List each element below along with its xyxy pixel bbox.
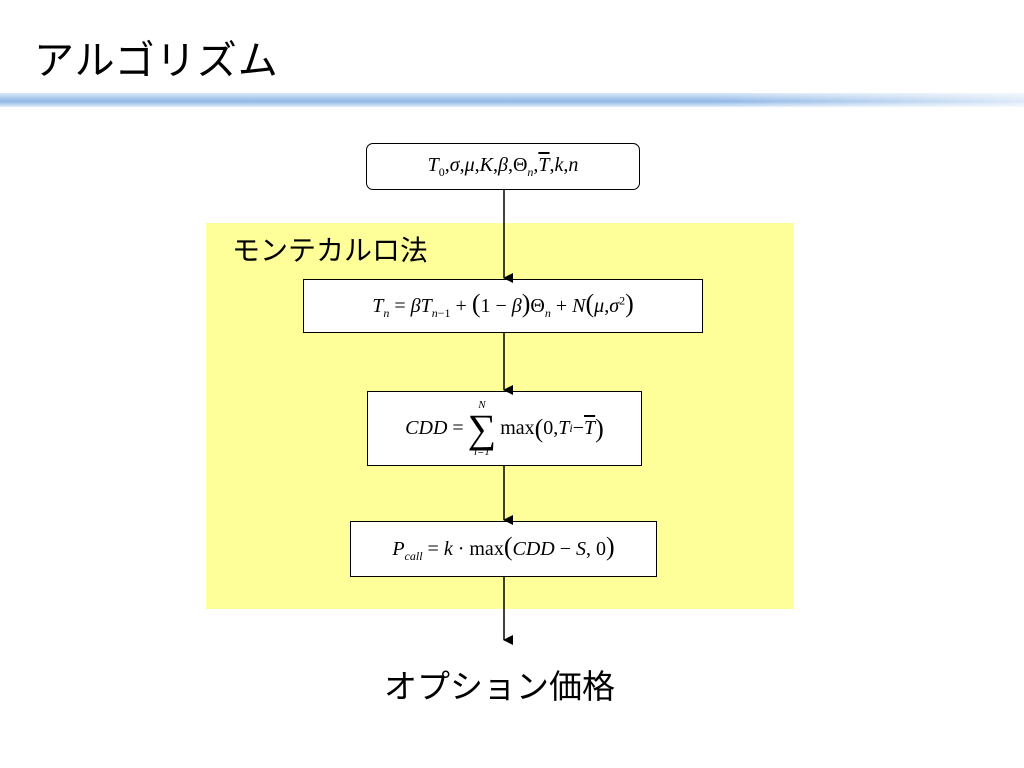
temperature-model-formula: Tn = βTn−1 + (1 − β)Θn + N(μ,σ2) — [372, 289, 634, 321]
input-parameters-formula: T0,σ,μ,K,β,Θn,T,k,n — [427, 153, 579, 179]
monte-carlo-label: モンテカルロ法 — [232, 234, 429, 267]
slide-title: アルゴリズム — [34, 38, 279, 84]
title-underline-bar — [0, 93, 1024, 107]
call-payoff-formula: Pcall = k · max(CDD − S, 0) — [392, 532, 615, 564]
temperature-model-box: Tn = βTn−1 + (1 − β)Θn + N(μ,σ2) — [303, 279, 703, 333]
summation-symbol: N ∑ i=1 — [467, 398, 497, 458]
call-payoff-box: Pcall = k · max(CDD − S, 0) — [350, 521, 657, 577]
option-price-label: オプション価格 — [384, 667, 615, 706]
input-parameters-box: T0,σ,μ,K,β,Θn,T,k,n — [366, 143, 640, 190]
